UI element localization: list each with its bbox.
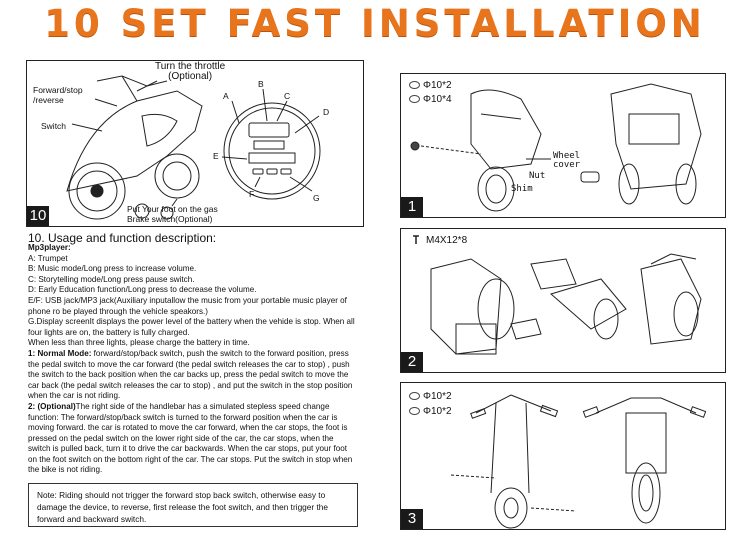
usage-line: When less than three lights, please char… <box>28 338 250 348</box>
usage-title: 10. Usage and function description: <box>28 231 217 245</box>
optional-mode-heading: 2: (Optional) <box>28 401 76 411</box>
usage-line: A: Trumpet <box>28 253 68 263</box>
panel-step-1: Φ10*2 Φ10*4 Wheel cover Nut Shim 1 <box>400 73 726 218</box>
washer-icon <box>409 392 420 401</box>
panel-usage-diagram: Turn the throttle (Optional) Forward/sto… <box>26 60 364 227</box>
label-c: C <box>284 91 291 101</box>
front-fork-assembly-illustration <box>450 394 707 529</box>
usage-line: B: Music mode/Long press to increase vol… <box>28 264 197 274</box>
label-forward-stop: Forward/stop /reverse <box>33 85 83 105</box>
label-wheel-cover: Wheel cover <box>553 151 581 170</box>
step-number-badge: 2 <box>401 352 423 372</box>
screw-icon <box>413 235 419 245</box>
normal-mode-heading: 1: Normal Mode: <box>28 348 92 358</box>
label-a: A <box>223 91 229 101</box>
footrest-assembly-illustration <box>430 253 702 355</box>
label-d: D <box>323 107 330 117</box>
label-shim: Shim <box>511 184 533 194</box>
part-washer: Φ10*2 <box>409 80 452 92</box>
label-brake: Put Your foot on the gas Brake switch(Op… <box>127 204 218 224</box>
label-f: F <box>249 189 255 199</box>
mp3-heading: Mp3player: <box>28 243 71 252</box>
optional-mode-text: The right side of the handlebar has a si… <box>28 401 353 475</box>
usage-line: C: Storytelling mode/Long press pause sw… <box>28 274 195 284</box>
washer-icon <box>409 81 420 90</box>
panel-step-2: M4X12*8 2 <box>400 228 726 373</box>
usage-line: D: Early Education function/Long press t… <box>28 285 257 295</box>
part-washer: Φ10*2 <box>409 391 452 403</box>
usage-description: Mp3player: A: Trumpet B: Music mode/Long… <box>28 243 358 476</box>
page-title: 10 SET FAST INSTALLATION <box>44 2 706 45</box>
part-washer: Φ10*4 <box>409 94 452 106</box>
part-screw: M4X12*8 <box>411 235 467 247</box>
label-throttle: Turn the throttle (Optional) <box>155 61 226 82</box>
label-g: G <box>313 193 320 203</box>
label-e: E <box>213 151 219 161</box>
usage-line: G.Display screenIt displays the power le… <box>28 317 355 337</box>
usage-line: E/F: USB jack/MP3 jack(Auxiliary inputal… <box>28 295 347 316</box>
panel-step-3: Φ10*2 Φ10*2 3 <box>400 382 726 530</box>
washer-icon <box>409 407 420 416</box>
step-number-badge: 1 <box>401 197 423 217</box>
label-nut: Nut <box>529 171 546 181</box>
normal-mode-text: forward/stop/back switch, push the switc… <box>28 348 353 401</box>
label-b: B <box>258 79 264 89</box>
label-switch: Switch <box>41 121 67 131</box>
rear-wheel-assembly-illustration <box>410 83 702 212</box>
part-washer: Φ10*2 <box>409 406 452 418</box>
motorcycle-illustration <box>66 75 321 220</box>
step-number-badge: 3 <box>401 509 423 529</box>
note-box: Note: Riding should not trigger the forw… <box>28 483 358 527</box>
step-number-badge: 10 <box>27 206 49 226</box>
washer-icon <box>409 95 420 104</box>
